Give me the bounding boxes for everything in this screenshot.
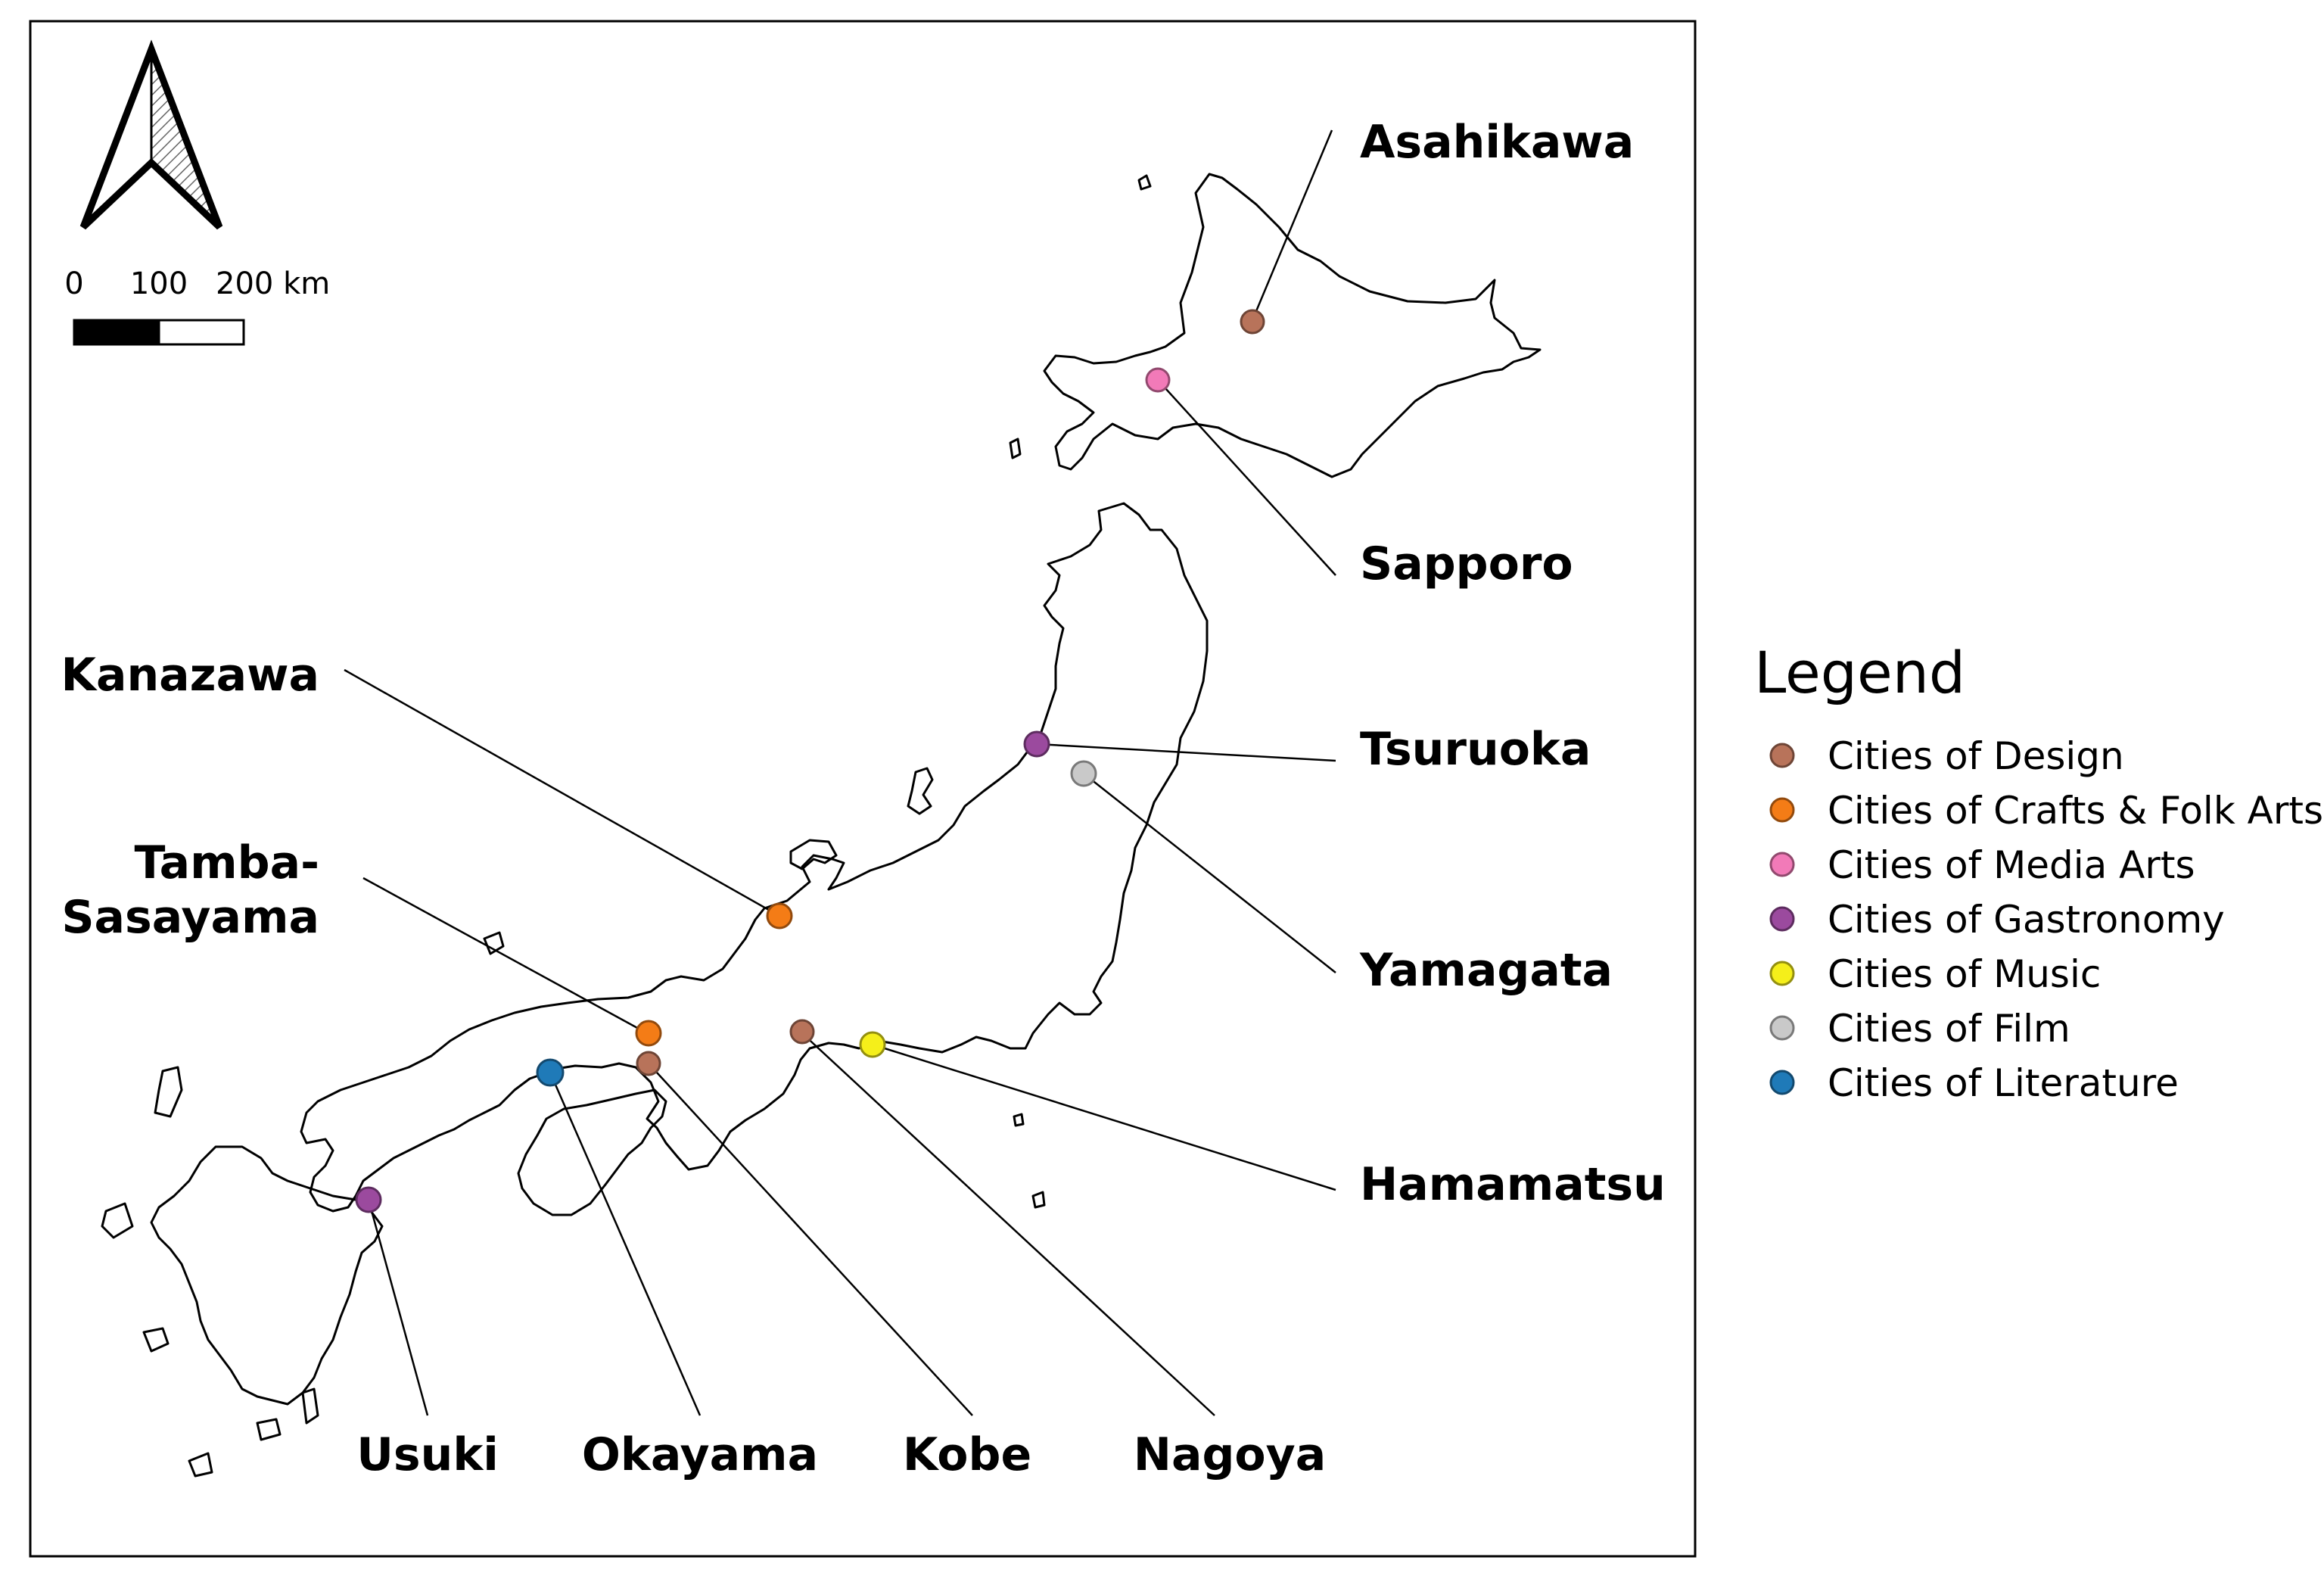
- japan-coastline: [101, 173, 1542, 1478]
- marker-tamba-sasayama[interactable]: [635, 1020, 662, 1047]
- legend-swatch-gastronomy: [1769, 906, 1795, 932]
- legend-swatch-crafts: [1769, 797, 1795, 823]
- scale-bar-filled-segment: [73, 319, 160, 346]
- goto-islands: [101, 1202, 134, 1239]
- koshiki-islands: [142, 1327, 170, 1353]
- leader-line-kanazawa: [344, 668, 780, 917]
- rishiri-island: [1137, 174, 1152, 191]
- marker-okayama[interactable]: [536, 1058, 565, 1087]
- leader-line-nagoya: [801, 1032, 1215, 1416]
- scale-label-100: 100: [130, 266, 188, 301]
- marker-kobe[interactable]: [636, 1051, 661, 1076]
- leader-line-tamba-sasayama: [362, 877, 648, 1035]
- legend-label-media: Cities of Media Arts: [1828, 843, 2195, 887]
- label-kanazawa: Kanazawa: [61, 649, 319, 702]
- label-sapporo: Sapporo: [1360, 537, 1573, 590]
- label-sasayama: Sasayama: [61, 891, 319, 944]
- scale-bar-empty-segment: [157, 319, 245, 346]
- yakushima-island: [256, 1418, 282, 1441]
- legend-item-music: Cities of Music: [1769, 952, 2101, 996]
- sado-island: [907, 767, 934, 815]
- legend-label-music: Cities of Music: [1828, 952, 2101, 996]
- leader-line-usuki: [367, 1199, 429, 1416]
- scale-label-200: 200 km: [216, 266, 330, 301]
- legend-item-gastronomy: Cities of Gastronomy: [1769, 898, 2225, 942]
- hokkaido-island: [1043, 173, 1542, 478]
- leader-line-tsuruoka: [1036, 743, 1336, 762]
- marker-nagoya[interactable]: [789, 1019, 815, 1045]
- marker-kanazawa[interactable]: [766, 902, 793, 930]
- legend-swatch-literature: [1769, 1070, 1795, 1095]
- shikoku-island: [517, 1088, 667, 1216]
- legend-item-design: Cities of Design: [1769, 734, 2124, 778]
- label-kobe: Kobe: [903, 1428, 1031, 1481]
- scale-label-0: 0: [64, 266, 83, 301]
- legend: Legend Cities of Design Cities of Crafts…: [1754, 639, 2323, 1105]
- legend-label-film: Cities of Film: [1828, 1007, 2070, 1051]
- izu-islands: [1013, 1113, 1025, 1127]
- label-nagoya: Nagoya: [1134, 1428, 1326, 1481]
- legend-title: Legend: [1754, 639, 1965, 706]
- city-labels: Asahikawa Sapporo Kanazawa Tamba- Sasaya…: [61, 116, 1665, 1481]
- kyushu-island: [150, 1145, 384, 1406]
- amami-island: [188, 1452, 213, 1478]
- label-okayama: Okayama: [582, 1428, 818, 1481]
- marker-usuki[interactable]: [355, 1186, 382, 1213]
- leader-line-yamagata: [1083, 773, 1336, 973]
- leader-line-kobe: [648, 1063, 973, 1416]
- legend-item-media: Cities of Media Arts: [1769, 843, 2195, 887]
- label-hamamatsu: Hamamatsu: [1360, 1158, 1666, 1211]
- legend-item-film: Cities of Film: [1769, 1007, 2070, 1051]
- legend-label-design: Cities of Design: [1828, 734, 2124, 778]
- tanegashima-island: [301, 1387, 319, 1425]
- legend-swatch-design: [1769, 743, 1795, 768]
- legend-label-literature: Cities of Literature: [1828, 1061, 2179, 1105]
- marker-asahikawa[interactable]: [1240, 309, 1265, 335]
- label-usuki: Usuki: [356, 1428, 499, 1481]
- leader-line-asahikawa: [1251, 129, 1333, 321]
- leader-line-sapporo: [1157, 379, 1336, 576]
- honshu-island: [300, 502, 1209, 1213]
- label-yamagata: Yamagata: [1359, 944, 1613, 997]
- noto-peninsula: [789, 839, 838, 870]
- leader-lines: [344, 129, 1336, 1416]
- oki-islands: [483, 931, 505, 955]
- legend-label-gastronomy: Cities of Gastronomy: [1828, 898, 2225, 942]
- legend-item-crafts: Cities of Crafts & Folk Arts: [1769, 789, 2323, 833]
- legend-item-literature: Cities of Literature: [1769, 1061, 2179, 1105]
- scale-bar: 0 100 200 km: [64, 266, 330, 346]
- marker-tsuruoka[interactable]: [1023, 730, 1050, 758]
- label-tamba: Tamba-: [134, 836, 319, 889]
- okushiri-island: [1009, 438, 1022, 459]
- label-asahikawa: Asahikawa: [1360, 116, 1634, 169]
- legend-label-crafts: Cities of Crafts & Folk Arts: [1828, 789, 2323, 833]
- leader-line-hamamatsu: [872, 1043, 1336, 1191]
- tsushima-island: [154, 1066, 183, 1118]
- map-frame: [29, 20, 1697, 1558]
- legend-swatch-film: [1769, 1015, 1795, 1041]
- north-arrow-icon: [79, 39, 223, 230]
- legend-swatch-media: [1769, 852, 1795, 877]
- marker-yamagata[interactable]: [1070, 760, 1097, 787]
- hachijo-island: [1031, 1191, 1046, 1209]
- marker-sapporo[interactable]: [1145, 367, 1171, 393]
- marker-hamamatsu[interactable]: [859, 1031, 886, 1058]
- label-tsuruoka: Tsuruoka: [1360, 723, 1591, 776]
- legend-swatch-music: [1769, 961, 1795, 986]
- leader-line-okayama: [549, 1072, 702, 1416]
- city-markers: [355, 309, 1265, 1213]
